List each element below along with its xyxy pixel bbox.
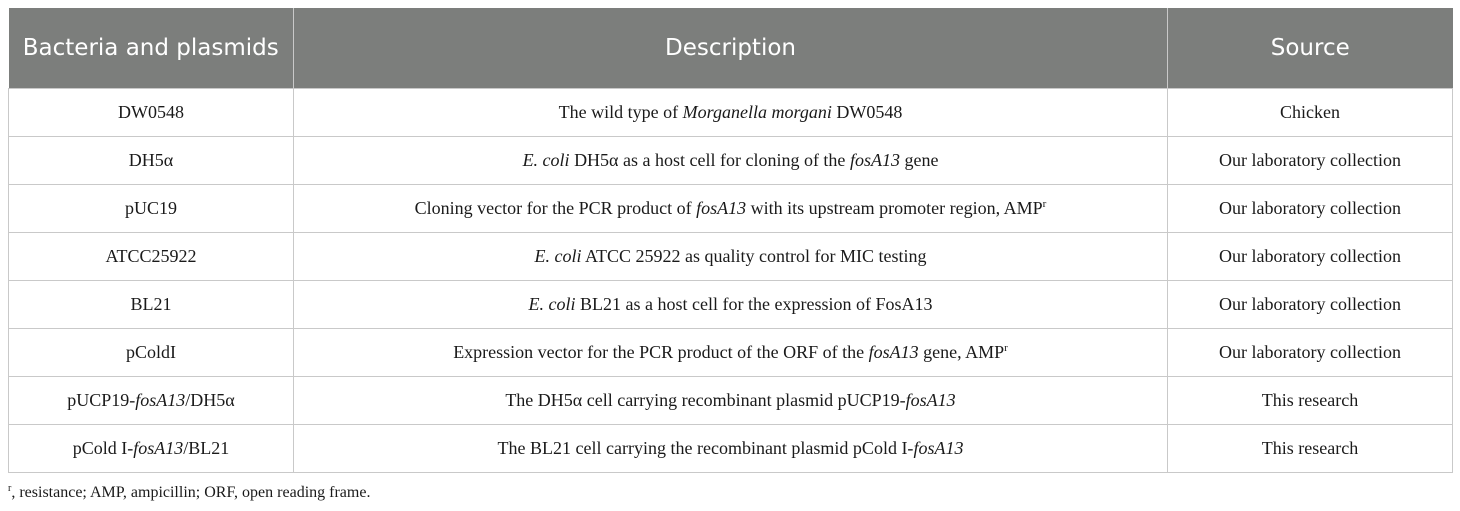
- cell-strain: pUC19: [8, 184, 294, 233]
- cell-text: BL21: [130, 294, 172, 314]
- table-row: pCold I-fosA13/BL21 The BL21 cell carryi…: [8, 424, 1453, 473]
- header-description: Description: [293, 8, 1168, 89]
- cell-text-italic: Morganella morgani: [682, 102, 832, 122]
- footnote-text: , resistance; AMP, ampicillin; ORF, open…: [11, 484, 371, 501]
- cell-source: Our laboratory collection: [1167, 136, 1453, 185]
- strains-plasmids-table: Bacteria and plasmids Description Source…: [8, 8, 1453, 473]
- cell-text: DH5α as a host cell for cloning of the: [569, 150, 850, 170]
- cell-text: Our laboratory collection: [1219, 246, 1401, 266]
- cell-text: DH5α: [128, 150, 174, 170]
- cell-text: The wild type of: [558, 102, 683, 122]
- cell-strain: ATCC25922: [8, 232, 294, 281]
- cell-text: gene: [899, 150, 939, 170]
- table-header: Bacteria and plasmids Description Source: [8, 8, 1453, 89]
- superscript-mark: r: [1042, 198, 1047, 210]
- cell-text-italic: fosA13: [913, 438, 964, 458]
- cell-source: This research: [1167, 376, 1453, 425]
- cell-text: gene, AMP: [918, 342, 1005, 362]
- cell-description: E. coli DH5α as a host cell for cloning …: [293, 136, 1168, 185]
- table-row: pColdI Expression vector for the PCR pro…: [8, 328, 1453, 377]
- cell-text-italic: fosA13: [696, 198, 747, 218]
- cell-source: Chicken: [1167, 88, 1453, 137]
- cell-text-italic: fosA13: [905, 390, 956, 410]
- cell-description: The DH5α cell carrying recombinant plasm…: [293, 376, 1168, 425]
- table-row: DW0548 The wild type of Morganella morga…: [8, 88, 1453, 137]
- cell-text: Expression vector for the PCR product of…: [453, 342, 869, 362]
- cell-text-italic: E. coli: [534, 246, 582, 266]
- cell-description: E. coli BL21 as a host cell for the expr…: [293, 280, 1168, 329]
- cell-source: Our laboratory collection: [1167, 280, 1453, 329]
- cell-text-italic: E. coli: [522, 150, 570, 170]
- table-row: BL21 E. coli BL21 as a host cell for the…: [8, 280, 1453, 329]
- cell-strain: pColdI: [8, 328, 294, 377]
- superscript-mark: r: [1004, 342, 1008, 354]
- table-body: DW0548 The wild type of Morganella morga…: [8, 88, 1453, 473]
- header-row: Bacteria and plasmids Description Source: [8, 8, 1453, 89]
- cell-text: Chicken: [1280, 102, 1340, 122]
- cell-text: Our laboratory collection: [1219, 294, 1401, 314]
- cell-text: The BL21 cell carrying the recombinant p…: [497, 438, 914, 458]
- cell-text: with its upstream promoter region, AMP: [746, 198, 1043, 218]
- cell-source: This research: [1167, 424, 1453, 473]
- cell-source: Our laboratory collection: [1167, 328, 1453, 377]
- table-footnote: r, resistance; AMP, ampicillin; ORF, ope…: [8, 484, 370, 502]
- cell-source: Our laboratory collection: [1167, 232, 1453, 281]
- cell-strain: DH5α: [8, 136, 294, 185]
- cell-text-italic: fosA13: [849, 150, 900, 170]
- cell-text: ATCC 25922 as quality control for MIC te…: [581, 246, 927, 266]
- cell-text: The DH5α cell carrying recombinant plasm…: [505, 390, 906, 410]
- cell-text: Our laboratory collection: [1219, 198, 1401, 218]
- cell-text: DW0548: [118, 102, 184, 122]
- cell-strain: pCold I-fosA13/BL21: [8, 424, 294, 473]
- cell-text: Our laboratory collection: [1219, 150, 1401, 170]
- cell-text: pColdI: [125, 342, 176, 362]
- table-row: pUCP19-fosA13/DH5α The DH5α cell carryin…: [8, 376, 1453, 425]
- cell-description: E. coli ATCC 25922 as quality control fo…: [293, 232, 1168, 281]
- cell-description: Cloning vector for the PCR product of fo…: [293, 184, 1168, 233]
- cell-text: BL21 as a host cell for the expression o…: [575, 294, 933, 314]
- cell-description: The wild type of Morganella morgani DW05…: [293, 88, 1168, 137]
- cell-strain: BL21: [8, 280, 294, 329]
- cell-description: Expression vector for the PCR product of…: [293, 328, 1168, 377]
- cell-source: Our laboratory collection: [1167, 184, 1453, 233]
- cell-text: ATCC25922: [105, 246, 197, 266]
- cell-text-italic: fosA13: [135, 390, 186, 410]
- header-source: Source: [1167, 8, 1453, 89]
- cell-text: /DH5α: [185, 390, 235, 410]
- header-bacteria-plasmids: Bacteria and plasmids: [8, 8, 294, 89]
- cell-text-italic: fosA13: [133, 438, 184, 458]
- cell-text: /BL21: [183, 438, 230, 458]
- table-row: pUC19 Cloning vector for the PCR product…: [8, 184, 1453, 233]
- footnote-mark: r: [8, 483, 12, 494]
- cell-text: Our laboratory collection: [1219, 342, 1401, 362]
- cell-description: The BL21 cell carrying the recombinant p…: [293, 424, 1168, 473]
- cell-text: DW0548: [831, 102, 903, 122]
- cell-text: pCold I-: [72, 438, 134, 458]
- cell-text: pUCP19-: [67, 390, 136, 410]
- cell-text-italic: fosA13: [868, 342, 919, 362]
- cell-strain: pUCP19-fosA13/DH5α: [8, 376, 294, 425]
- cell-text: This research: [1261, 438, 1359, 458]
- cell-strain: DW0548: [8, 88, 294, 137]
- cell-text: Cloning vector for the PCR product of: [414, 198, 697, 218]
- cell-text: This research: [1261, 390, 1359, 410]
- cell-text: pUC19: [124, 198, 177, 218]
- table-row: ATCC25922 E. coli ATCC 25922 as quality …: [8, 232, 1453, 281]
- cell-text-italic: E. coli: [528, 294, 576, 314]
- table-row: DH5α E. coli DH5α as a host cell for clo…: [8, 136, 1453, 185]
